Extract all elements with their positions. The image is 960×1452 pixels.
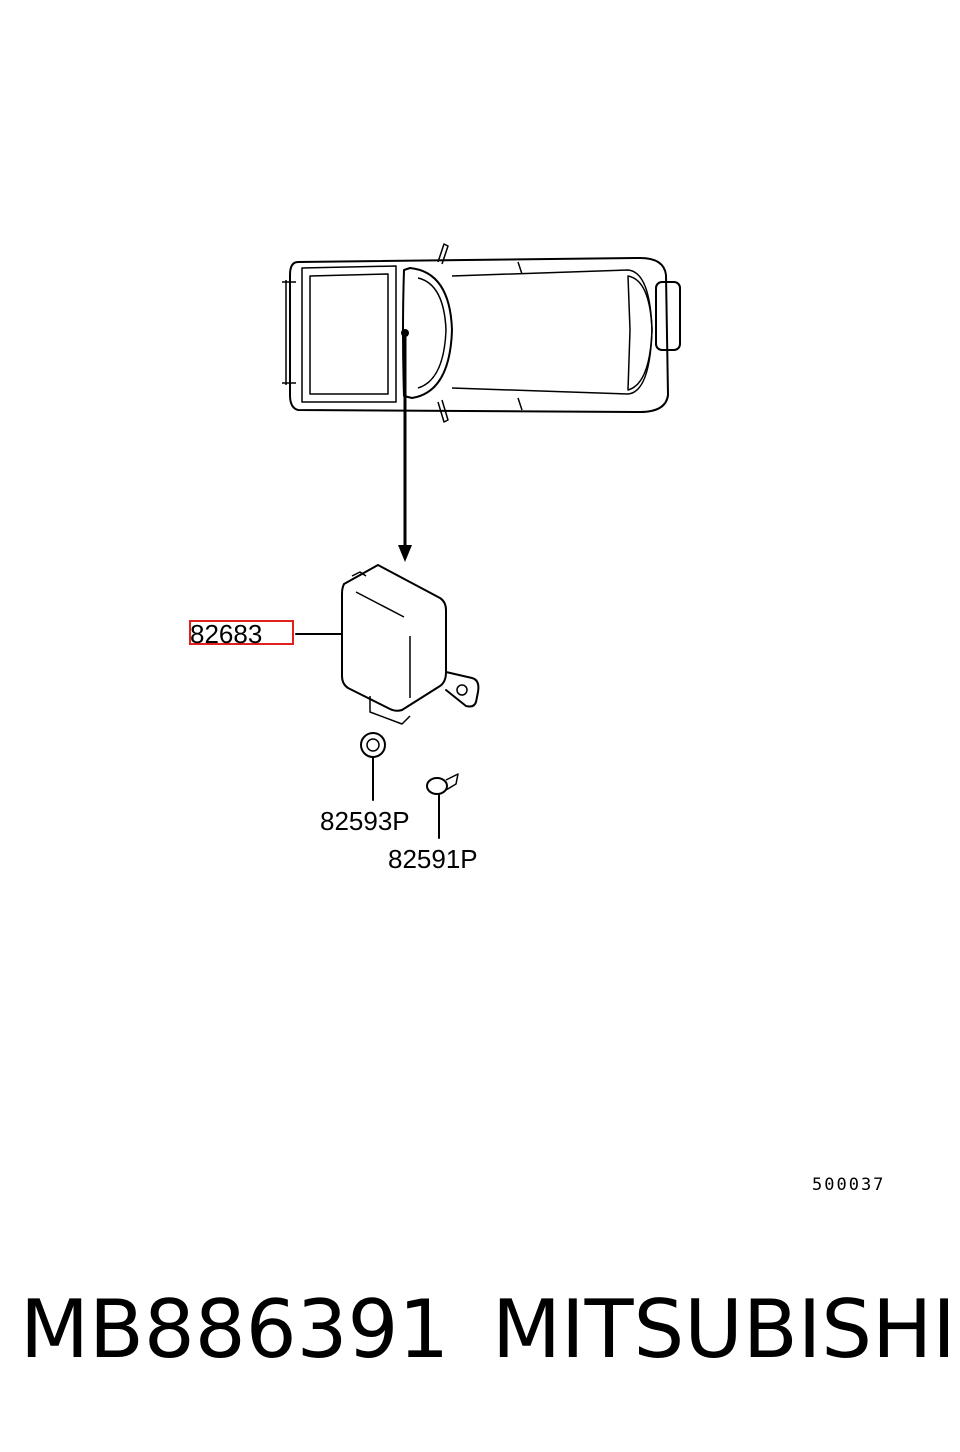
highlighted-callout[interactable]: 82683 — [189, 619, 294, 649]
control-unit — [341, 564, 480, 725]
screw — [426, 773, 459, 839]
callout-82683[interactable]: 82683 — [190, 619, 262, 649]
diagram-code: 500037 — [812, 1175, 885, 1195]
brand-name: MITSUBISHI — [492, 1283, 956, 1376]
part-number: MB886391 — [20, 1283, 450, 1376]
callout-82593p[interactable]: 82593P — [320, 806, 410, 836]
nut — [360, 732, 386, 801]
vehicle-top-view — [282, 243, 681, 423]
footer: MB886391 MITSUBISHI — [0, 1290, 960, 1400]
location-arrow — [398, 329, 412, 562]
callout-82591p[interactable]: 82591P — [388, 844, 478, 874]
highlight-box — [189, 620, 294, 645]
